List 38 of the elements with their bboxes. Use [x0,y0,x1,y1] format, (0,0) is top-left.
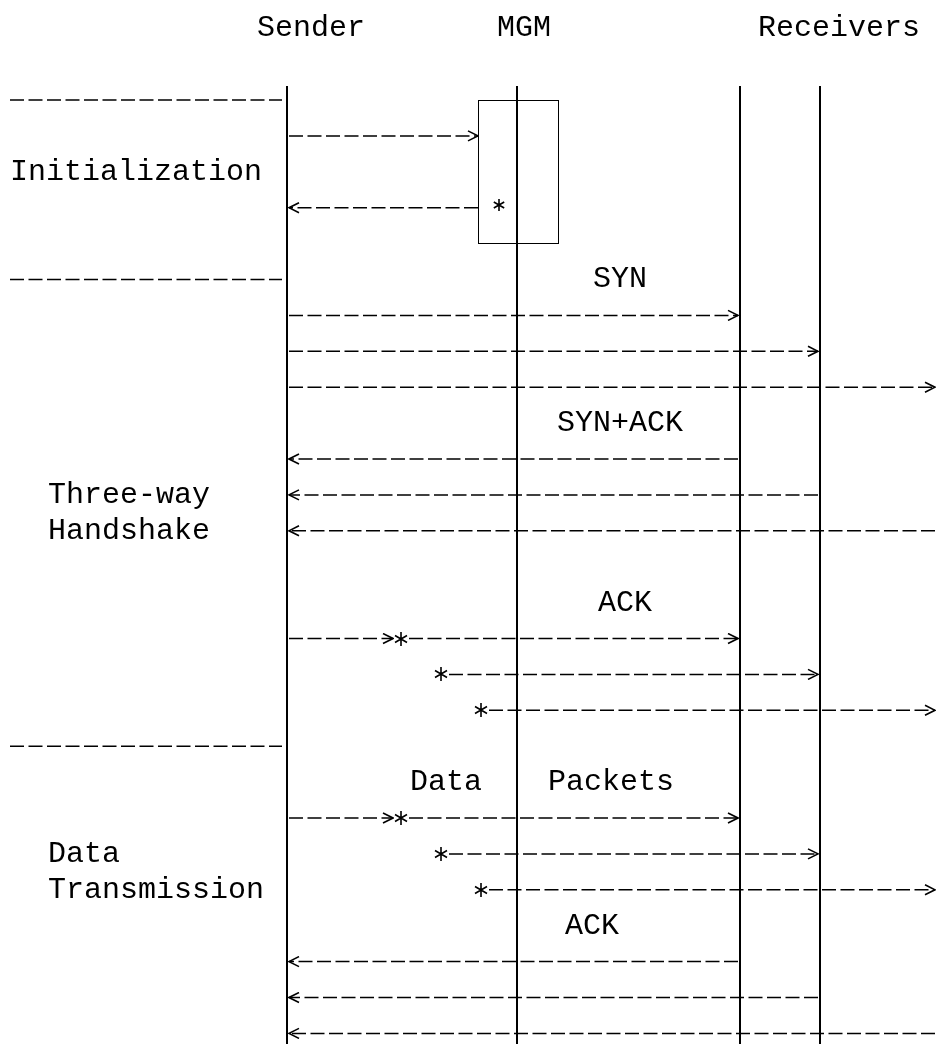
phase-label: Initialization [10,153,264,190]
column-header: MGM [497,10,551,46]
branch-point [433,666,449,683]
arrow [408,812,739,824]
arrow [288,632,394,645]
arrow [288,955,739,968]
arrow [448,668,819,681]
branch-point [473,881,489,898]
arrow [408,632,739,645]
branch-point [473,702,489,719]
arrow [288,1027,936,1040]
branch-point [393,630,409,647]
arrow [288,489,819,501]
column-header: Receivers [758,10,921,46]
lifeline [515,86,519,1044]
arrow [288,309,739,322]
column-header: Sender [257,10,366,46]
branch-point [393,810,409,826]
lifeline [285,86,289,1044]
phase-label: Three-way Handshake [48,476,212,549]
message-label: Packets [548,764,675,801]
lifeline [738,86,742,1044]
branch-point [433,845,449,862]
arrow [288,381,936,393]
lifeline [818,86,822,1044]
arrow [288,201,479,214]
arrow [288,991,819,1004]
arrow [488,884,936,896]
arrow [288,345,819,358]
arrow [448,848,819,860]
arrow [288,525,936,537]
arrow [288,453,739,465]
arrow [488,704,936,717]
phase-label: Data Transmission [48,835,266,908]
message-label: Data [410,764,482,801]
arrow [288,130,479,142]
arrow [288,812,394,824]
process-box [478,100,559,244]
